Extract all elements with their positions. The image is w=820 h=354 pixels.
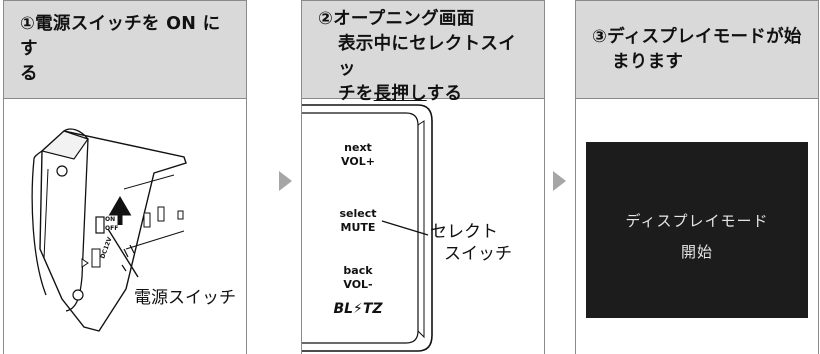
switch-off-label: OFF: [105, 225, 118, 232]
vol-minus-label: VOL-: [343, 278, 372, 291]
select-button-label: select: [339, 207, 376, 220]
step-2-title-emphasis: 長押し: [373, 84, 427, 104]
step-3-title-line-2: まります: [612, 51, 684, 72]
vol-plus-label: VOL+: [341, 155, 375, 168]
step-1-title-line-1: ①電源スイッチを ON にす: [20, 14, 221, 59]
step-1-panel: ①電源スイッチを ON にす る ON OFF DC12V 電源スイッチ: [3, 0, 247, 354]
next-button-label: next: [344, 141, 372, 154]
device-body: [39, 130, 187, 332]
device-side-illustration: ON OFF DC12V 電源スイッチ: [31, 128, 236, 332]
step-3-title-line-1: ③ディスプレイモードが始: [592, 26, 802, 47]
callout-line: [107, 228, 139, 278]
display-start-text: 開始: [680, 243, 713, 261]
remote-illustration: next VOL+ select MUTE back VOL- BL⚡TZ セレ…: [302, 104, 512, 352]
step-2-title-line-1: ②オープニング画面: [318, 9, 475, 29]
select-switch-callout-line-1: セレクト: [430, 222, 498, 242]
up-arrow-icon: [108, 196, 132, 225]
step-2-title-line-3-pre: チを: [338, 84, 374, 104]
step-3-panel: ③ディスプレイモードが始 まります ディスプレイモード 開始: [575, 0, 819, 354]
step-2-title-line-2: 表示中にセレクトスイッ: [338, 34, 516, 79]
power-switch-callout: 電源スイッチ: [134, 288, 236, 308]
step-2-title-line-3: チを長押しする: [318, 82, 532, 107]
step-3-title: ③ディスプレイモードが始 まります: [592, 25, 802, 75]
back-button-label: back: [343, 264, 373, 277]
screw-icon: [72, 289, 84, 301]
remote-body: [302, 104, 433, 352]
callout-line: [381, 220, 429, 236]
port: [91, 248, 101, 268]
power-switch: [95, 216, 105, 234]
device-edge: [63, 128, 89, 312]
blitz-logo: BL⚡TZ: [333, 301, 383, 317]
screw-icon: [56, 165, 68, 177]
display-screen: ディスプレイモード 開始: [586, 142, 808, 318]
next-step-arrow-icon: [553, 171, 566, 191]
step-2-title-line-3-post: する: [426, 84, 463, 104]
step-2-header: ②オープニング画面 表示中にセレクトスイッ チを長押しする: [302, 1, 544, 104]
step-3-header: ③ディスプレイモードが始 まります: [576, 1, 818, 99]
step-1-title-line-2: る: [20, 64, 38, 84]
step-2-title: ②オープニング画面 表示中にセレクトスイッ チを長押しする: [318, 7, 532, 107]
step-1-title: ①電源スイッチを ON にす る: [20, 12, 234, 87]
step-1-header: ①電源スイッチを ON にす る: [4, 1, 246, 99]
switch-on-label: ON: [105, 216, 115, 223]
mute-label: MUTE: [341, 221, 376, 234]
next-step-arrow-icon: [279, 171, 292, 191]
display-mode-text: ディスプレイモード: [625, 212, 769, 230]
select-switch-callout-line-2: スイッチ: [444, 244, 512, 264]
step-2-panel: ②オープニング画面 表示中にセレクトスイッ チを長押しする next VOL+ …: [301, 0, 545, 354]
